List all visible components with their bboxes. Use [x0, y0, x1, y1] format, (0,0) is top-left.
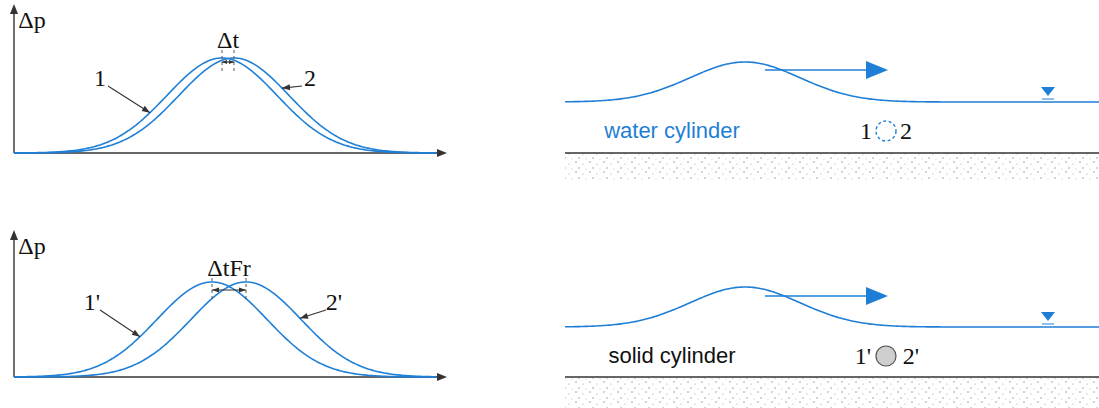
leader-arrow — [132, 330, 140, 337]
cylinder-label: water cylinder — [604, 120, 740, 142]
axis-arrow — [10, 230, 18, 240]
solid-cylinder — [876, 346, 896, 366]
arrow-head — [866, 61, 888, 79]
leader-line — [300, 310, 326, 318]
point-label: 2 — [900, 119, 912, 143]
axis-arrow — [10, 4, 18, 14]
pressure-curve — [14, 58, 436, 153]
wave-direction-arrow — [765, 295, 868, 297]
axis-label: Δp — [18, 234, 45, 258]
wave-direction-arrow — [765, 69, 868, 71]
dimension-arrow — [222, 60, 227, 64]
dimension-arrow — [239, 288, 246, 293]
water-level-symbol — [1042, 324, 1054, 325]
point-label: 2' — [903, 344, 919, 368]
point-label: 1' — [855, 344, 871, 368]
bed-texture — [565, 378, 1099, 408]
dimension-label: ΔtFr — [207, 256, 250, 280]
pressure-curve — [14, 282, 436, 377]
leader-arrow — [282, 84, 290, 90]
water-level-symbol — [1041, 87, 1055, 96]
point-label: 1 — [860, 119, 872, 143]
water-surface — [565, 287, 1099, 327]
bed-line — [565, 152, 1099, 153]
cylinder-label: solid cylinder — [608, 345, 735, 367]
water-cylinder — [876, 121, 896, 141]
leader-line — [108, 86, 150, 113]
pressure-curve — [14, 58, 436, 153]
leader-arrow — [300, 313, 309, 319]
x-axis — [14, 152, 440, 153]
curve-label: 2' — [326, 290, 342, 314]
y-axis — [13, 236, 14, 377]
dimension-label: Δt — [217, 28, 239, 52]
axis-arrow — [437, 373, 447, 381]
leader-line — [100, 310, 140, 337]
y-axis — [13, 10, 14, 153]
bed-line — [565, 376, 1099, 377]
dimension-arrow — [229, 60, 234, 64]
water-level-symbol — [1042, 99, 1054, 100]
curve-label: 1 — [94, 66, 106, 90]
axis-label: Δp — [18, 8, 45, 32]
curve-label: 1' — [84, 290, 100, 314]
axis-arrow — [437, 149, 447, 157]
water-surface — [565, 62, 1099, 102]
leader-arrow — [142, 106, 150, 113]
dimension-arrow — [212, 288, 219, 293]
pressure-curve — [14, 282, 436, 377]
arrow-head — [866, 287, 888, 305]
water-level-symbol — [1041, 312, 1055, 321]
bed-texture — [565, 153, 1099, 181]
curve-label: 2 — [304, 66, 316, 90]
